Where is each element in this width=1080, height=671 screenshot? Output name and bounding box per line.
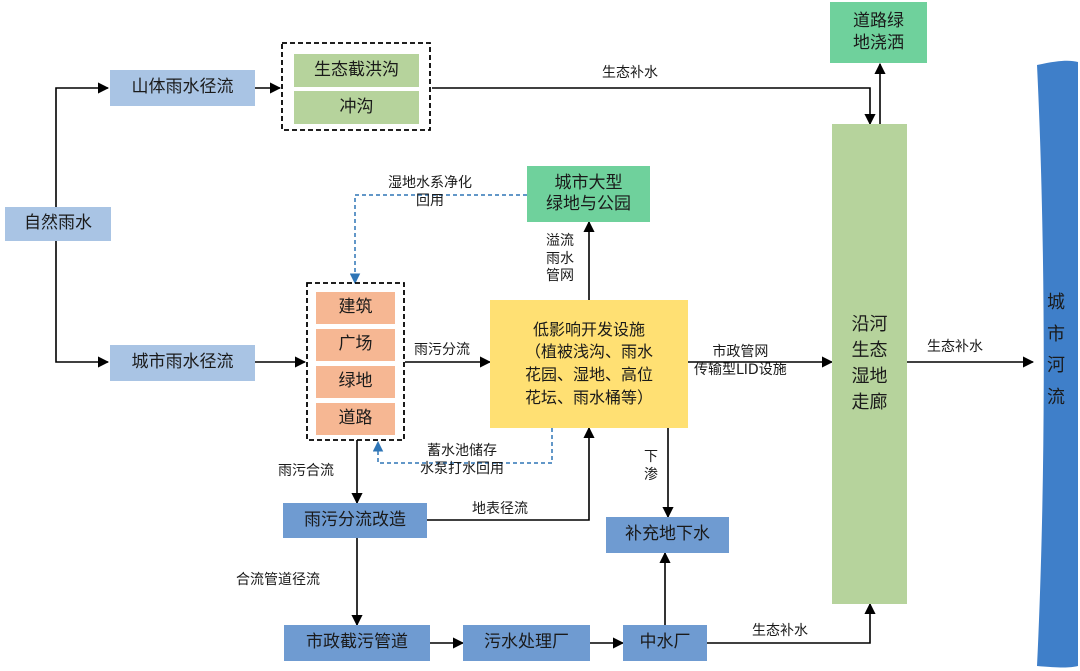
label-overflow-pipe-1: 溢流 (546, 233, 574, 249)
label-municipal-pipe-lid-1: 市政管网 (712, 344, 769, 360)
lid-facility-line-4: 花坛、雨水桶等） (524, 387, 653, 407)
separation-retrofit-node: 雨污分流改造 (283, 503, 427, 538)
surfaces-group-border (306, 282, 405, 441)
label-overflow-pipe-2: 雨水 (546, 250, 574, 267)
arrow-natural-to-mountain (55, 82, 110, 210)
municipal-interceptor-node: 市政截污管道 (284, 625, 430, 661)
building-node: 建筑 (316, 292, 395, 324)
road-green-irrigation-node: 道路绿 地浇洒 (830, 2, 927, 63)
road-green-irrigation-line-1: 道路绿 (853, 11, 904, 32)
eco-ditch-node: 生态截洪沟 (294, 54, 419, 87)
lid-facility-line-2: （植被浅沟、雨水 (524, 342, 653, 362)
label-wetland-purify-reuse: 湿地水系净化 回用 (388, 174, 472, 210)
label-municipal-pipe-lid-2: 传输型LID设施 (694, 361, 787, 378)
city-river-line-1: 城 (1047, 292, 1065, 313)
city-river-line-4: 流 (1047, 386, 1065, 408)
label-storage-pump-reuse: 蓄水池储存 水泵打水回用 (420, 442, 504, 478)
ditch-group-border (281, 42, 431, 131)
recharge-groundwater-node: 补充地下水 (606, 517, 729, 553)
lid-facility-line-3: 花园、湿地、高位 (524, 365, 653, 384)
label-wetland-purify-reuse-1: 湿地水系净化 (388, 175, 472, 191)
arrow-reclaimed-to-corridor (707, 602, 876, 644)
label-eco-supply-bottom: 生态补水 (752, 623, 808, 639)
lid-facility-node: 低影响开发设施 （植被浅沟、雨水 花园、湿地、高位 花坛、雨水桶等） (490, 300, 688, 428)
label-combined-pipe-runoff: 合流管道径流 (236, 572, 320, 588)
arrow-natural-to-urban (55, 240, 110, 368)
riverside-corridor-line-2: 生态 (851, 339, 888, 361)
label-municipal-pipe-lid: 市政管网 传输型LID设施 (694, 344, 787, 379)
label-overflow-pipe-3: 管网 (546, 268, 574, 284)
road-green-irrigation-line-2: 地浇洒 (853, 32, 904, 53)
label-infiltration-2: 渗 (644, 467, 658, 484)
plaza-node: 广场 (316, 329, 395, 361)
label-surface-runoff: 地表径流 (472, 501, 528, 517)
greenland-node: 绿地 (316, 366, 395, 398)
city-river-label: 城 市 河 流 (1037, 250, 1075, 450)
label-infiltration-1: 下 (644, 449, 658, 465)
large-green-park-node: 城市大型 绿地与公园 (527, 166, 650, 222)
label-rain-sewage-separate: 雨污分流 (414, 342, 470, 358)
flush-ditch-node: 冲沟 (294, 91, 419, 124)
label-combined-flow: 雨污合流 (278, 463, 334, 479)
label-wetland-purify-reuse-2: 回用 (416, 193, 444, 210)
large-green-park-line-1: 城市大型 (554, 172, 623, 193)
riverside-corridor-line-3: 湿地 (851, 366, 888, 387)
urban-runoff-node: 城市雨水径流 (110, 345, 255, 381)
riverside-corridor-node: 沿河 生态 湿地 走廊 (832, 124, 907, 604)
arrow-retrofit-to-lid (427, 426, 595, 521)
arrow-ditch-to-corridor (432, 87, 876, 126)
city-river-line-2: 市 (1047, 323, 1065, 345)
label-infiltration: 下 渗 (644, 448, 658, 484)
large-green-park-line-2: 绿地与公园 (546, 194, 631, 214)
road-node: 道路 (316, 403, 395, 435)
mountain-runoff-node: 山体雨水径流 (110, 70, 255, 106)
city-river-line-3: 河 (1047, 355, 1065, 376)
label-eco-supply-top: 生态补水 (602, 65, 658, 81)
reuse-arrow-storage (372, 428, 553, 464)
label-storage-pump-reuse-2: 水泵打水回用 (420, 461, 504, 478)
city-river-shape (1037, 60, 1078, 668)
riverside-corridor-line-4: 走廊 (851, 392, 888, 414)
label-eco-supply-right: 生态补水 (927, 339, 983, 355)
label-storage-pump-reuse-1: 蓄水池储存 (427, 443, 497, 459)
riverside-corridor-line-1: 沿河 (851, 313, 888, 335)
reclaimed-water-plant-node: 中水厂 (623, 625, 707, 661)
label-overflow-pipe: 溢流 雨水 管网 (546, 233, 574, 286)
sewage-plant-node: 污水处理厂 (463, 625, 590, 661)
reuse-arrow-wetland (349, 194, 527, 285)
lid-facility-line-1: 低影响开发设施 (532, 319, 645, 339)
natural-rain-node: 自然雨水 (5, 207, 111, 241)
